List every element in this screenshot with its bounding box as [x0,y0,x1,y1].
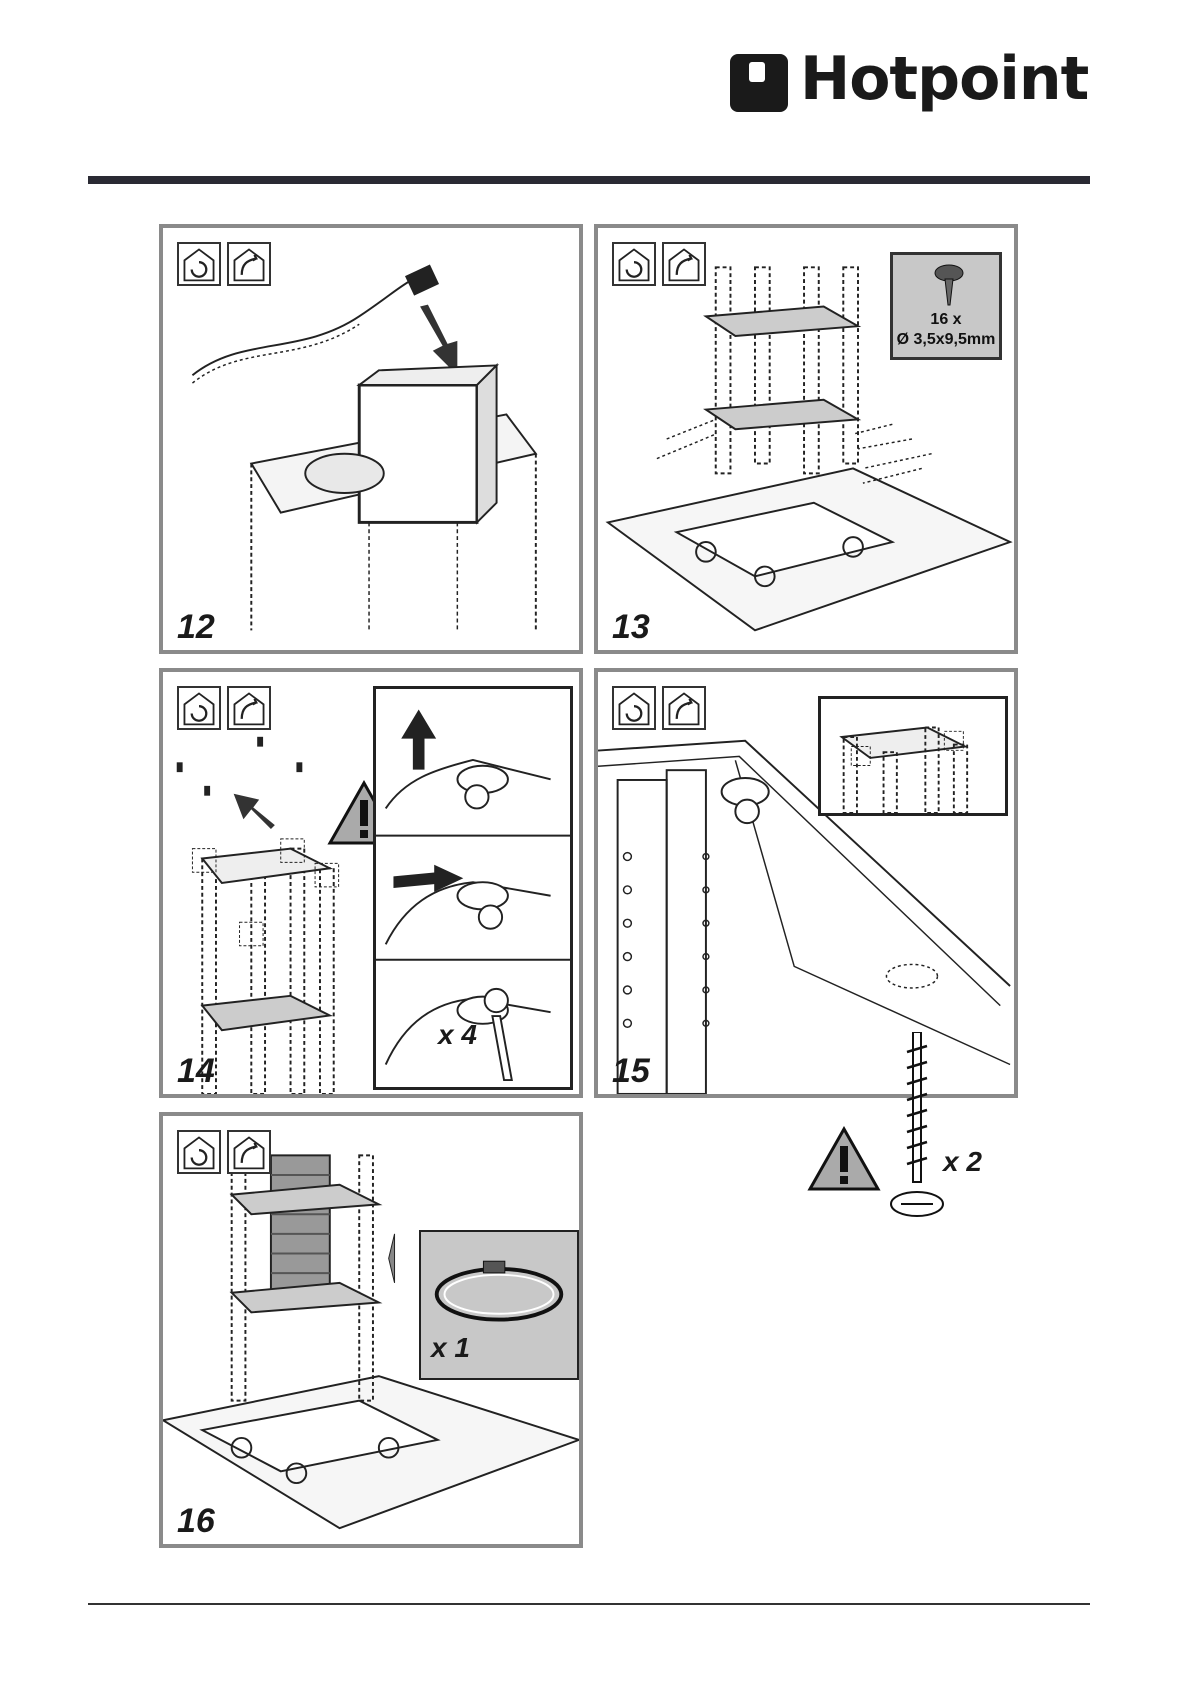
step-14-quantity: x 4 [438,1019,477,1051]
step-number: 14 [177,1052,215,1091]
step-12-panel: 12 [159,224,583,654]
step-16-quantity: x 1 [431,1332,470,1364]
step-16-panel: x 1 16 [159,1112,583,1548]
step-number: 12 [177,608,215,647]
screw-spec-box: 16 x Ø 3,5x9,5mm [890,252,1002,360]
extraction-house-icon [662,242,706,286]
step-15-detail-inset [818,696,1008,816]
hose-clamp-inset: x 1 [419,1230,579,1380]
extraction-house-icon [227,242,271,286]
footer-rule [88,1603,1090,1605]
extraction-house-icon [227,686,271,730]
step-15-panel: 15 [594,668,1018,1098]
recirculation-house-icon [177,1130,221,1174]
recirculation-house-icon [612,686,656,730]
screw-quantity: 16 x [893,311,999,329]
extraction-house-icon [662,686,706,730]
step-14-detail-inset: x 4 [373,686,573,1090]
step-15-quantity: x 2 [943,1146,982,1178]
step-number: 15 [612,1052,650,1091]
step-number: 13 [612,608,650,647]
step-13-panel: 16 x Ø 3,5x9,5mm 13 [594,224,1018,654]
brand-name: Hotpoint [800,44,1088,114]
extraction-house-icon [227,1130,271,1174]
header-rule [88,176,1090,184]
step-number: 16 [177,1502,215,1541]
screw-icon [893,259,1005,309]
warning-triangle-icon [807,1126,881,1192]
hotpoint-logo: Hotpoint [730,50,1095,120]
step-14-panel: x 4 14 [159,668,583,1098]
logo-mark-icon [730,54,788,112]
recirculation-house-icon [177,686,221,730]
wall-screw-icon [887,1032,947,1222]
screw-size: Ø 3,5x9,5mm [893,331,999,349]
recirculation-house-icon [177,242,221,286]
step-12-illustration [163,228,579,650]
recirculation-house-icon [612,242,656,286]
